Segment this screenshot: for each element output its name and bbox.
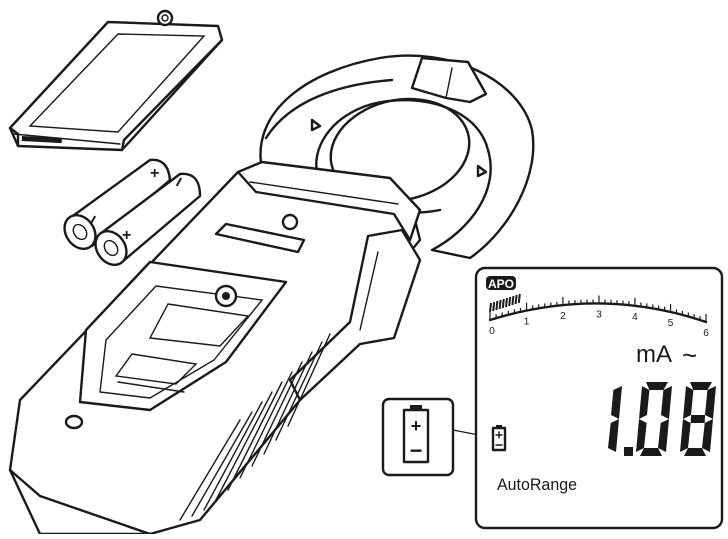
ac-symbol: ~ <box>682 340 697 370</box>
segment-c <box>702 419 713 452</box>
bargraph-segment <box>501 298 505 309</box>
bargraph-ticks <box>489 295 707 322</box>
bargraph-scale-label: 1 <box>524 317 530 328</box>
bargraph-scale-label: 3 <box>596 310 602 321</box>
bargraph-scale-label: 4 <box>632 312 638 323</box>
decimal-point <box>624 447 633 456</box>
autorange-label: AutoRange <box>497 475 577 494</box>
bargraph-segment <box>489 302 492 313</box>
segment-b <box>661 386 672 419</box>
segment-d <box>640 448 662 456</box>
bargraph-segment <box>508 296 512 307</box>
bargraph-scale-label: 5 <box>668 318 674 329</box>
lcd-panel: APO 0 1 2 3 4 5 6 mA ~ AutoRange <box>474 266 724 530</box>
bargraph-segments <box>489 293 521 313</box>
segment-f <box>683 386 694 419</box>
bargraph-segment <box>517 293 521 304</box>
segment-b <box>705 386 716 419</box>
battery-callout: + − <box>381 397 495 477</box>
unit-label: mA <box>636 341 672 368</box>
low-battery-icon <box>491 425 507 452</box>
bargraph-scale-label: 6 <box>703 328 709 339</box>
bargraph-segment <box>511 295 515 306</box>
clamp-meter <box>8 54 535 536</box>
bargraph-segment <box>492 301 496 312</box>
apo-badge: APO <box>488 277 514 291</box>
grip-ribs <box>179 333 331 521</box>
segment-g <box>690 415 705 423</box>
bargraph-segment <box>505 297 508 308</box>
reading-display <box>608 382 716 456</box>
battery-cover <box>8 9 224 152</box>
callout-minus: − <box>410 438 423 463</box>
segment-c <box>658 419 669 452</box>
bargraph-segment <box>514 294 518 305</box>
segment-a <box>646 382 668 390</box>
segment-f <box>639 386 650 419</box>
bargraph-scale-label: 2 <box>560 311 566 322</box>
segment-c <box>608 419 619 452</box>
segment-b <box>611 386 622 419</box>
battery-plus-label-2: + <box>122 227 131 244</box>
bargraph-segment <box>498 299 502 310</box>
segment-e <box>636 419 647 452</box>
segment-e <box>680 419 691 452</box>
bargraph-scale-labels: 0 1 2 3 4 5 6 <box>489 310 709 340</box>
battery-plus-label: + <box>150 165 159 182</box>
bargraph-scale-label: 0 <box>489 326 495 337</box>
bargraph-segment <box>495 300 499 311</box>
segment-d <box>684 448 706 456</box>
callout-plus: + <box>411 416 422 436</box>
segment-a <box>690 382 712 390</box>
aaa-batteries: + − − + <box>63 158 202 266</box>
